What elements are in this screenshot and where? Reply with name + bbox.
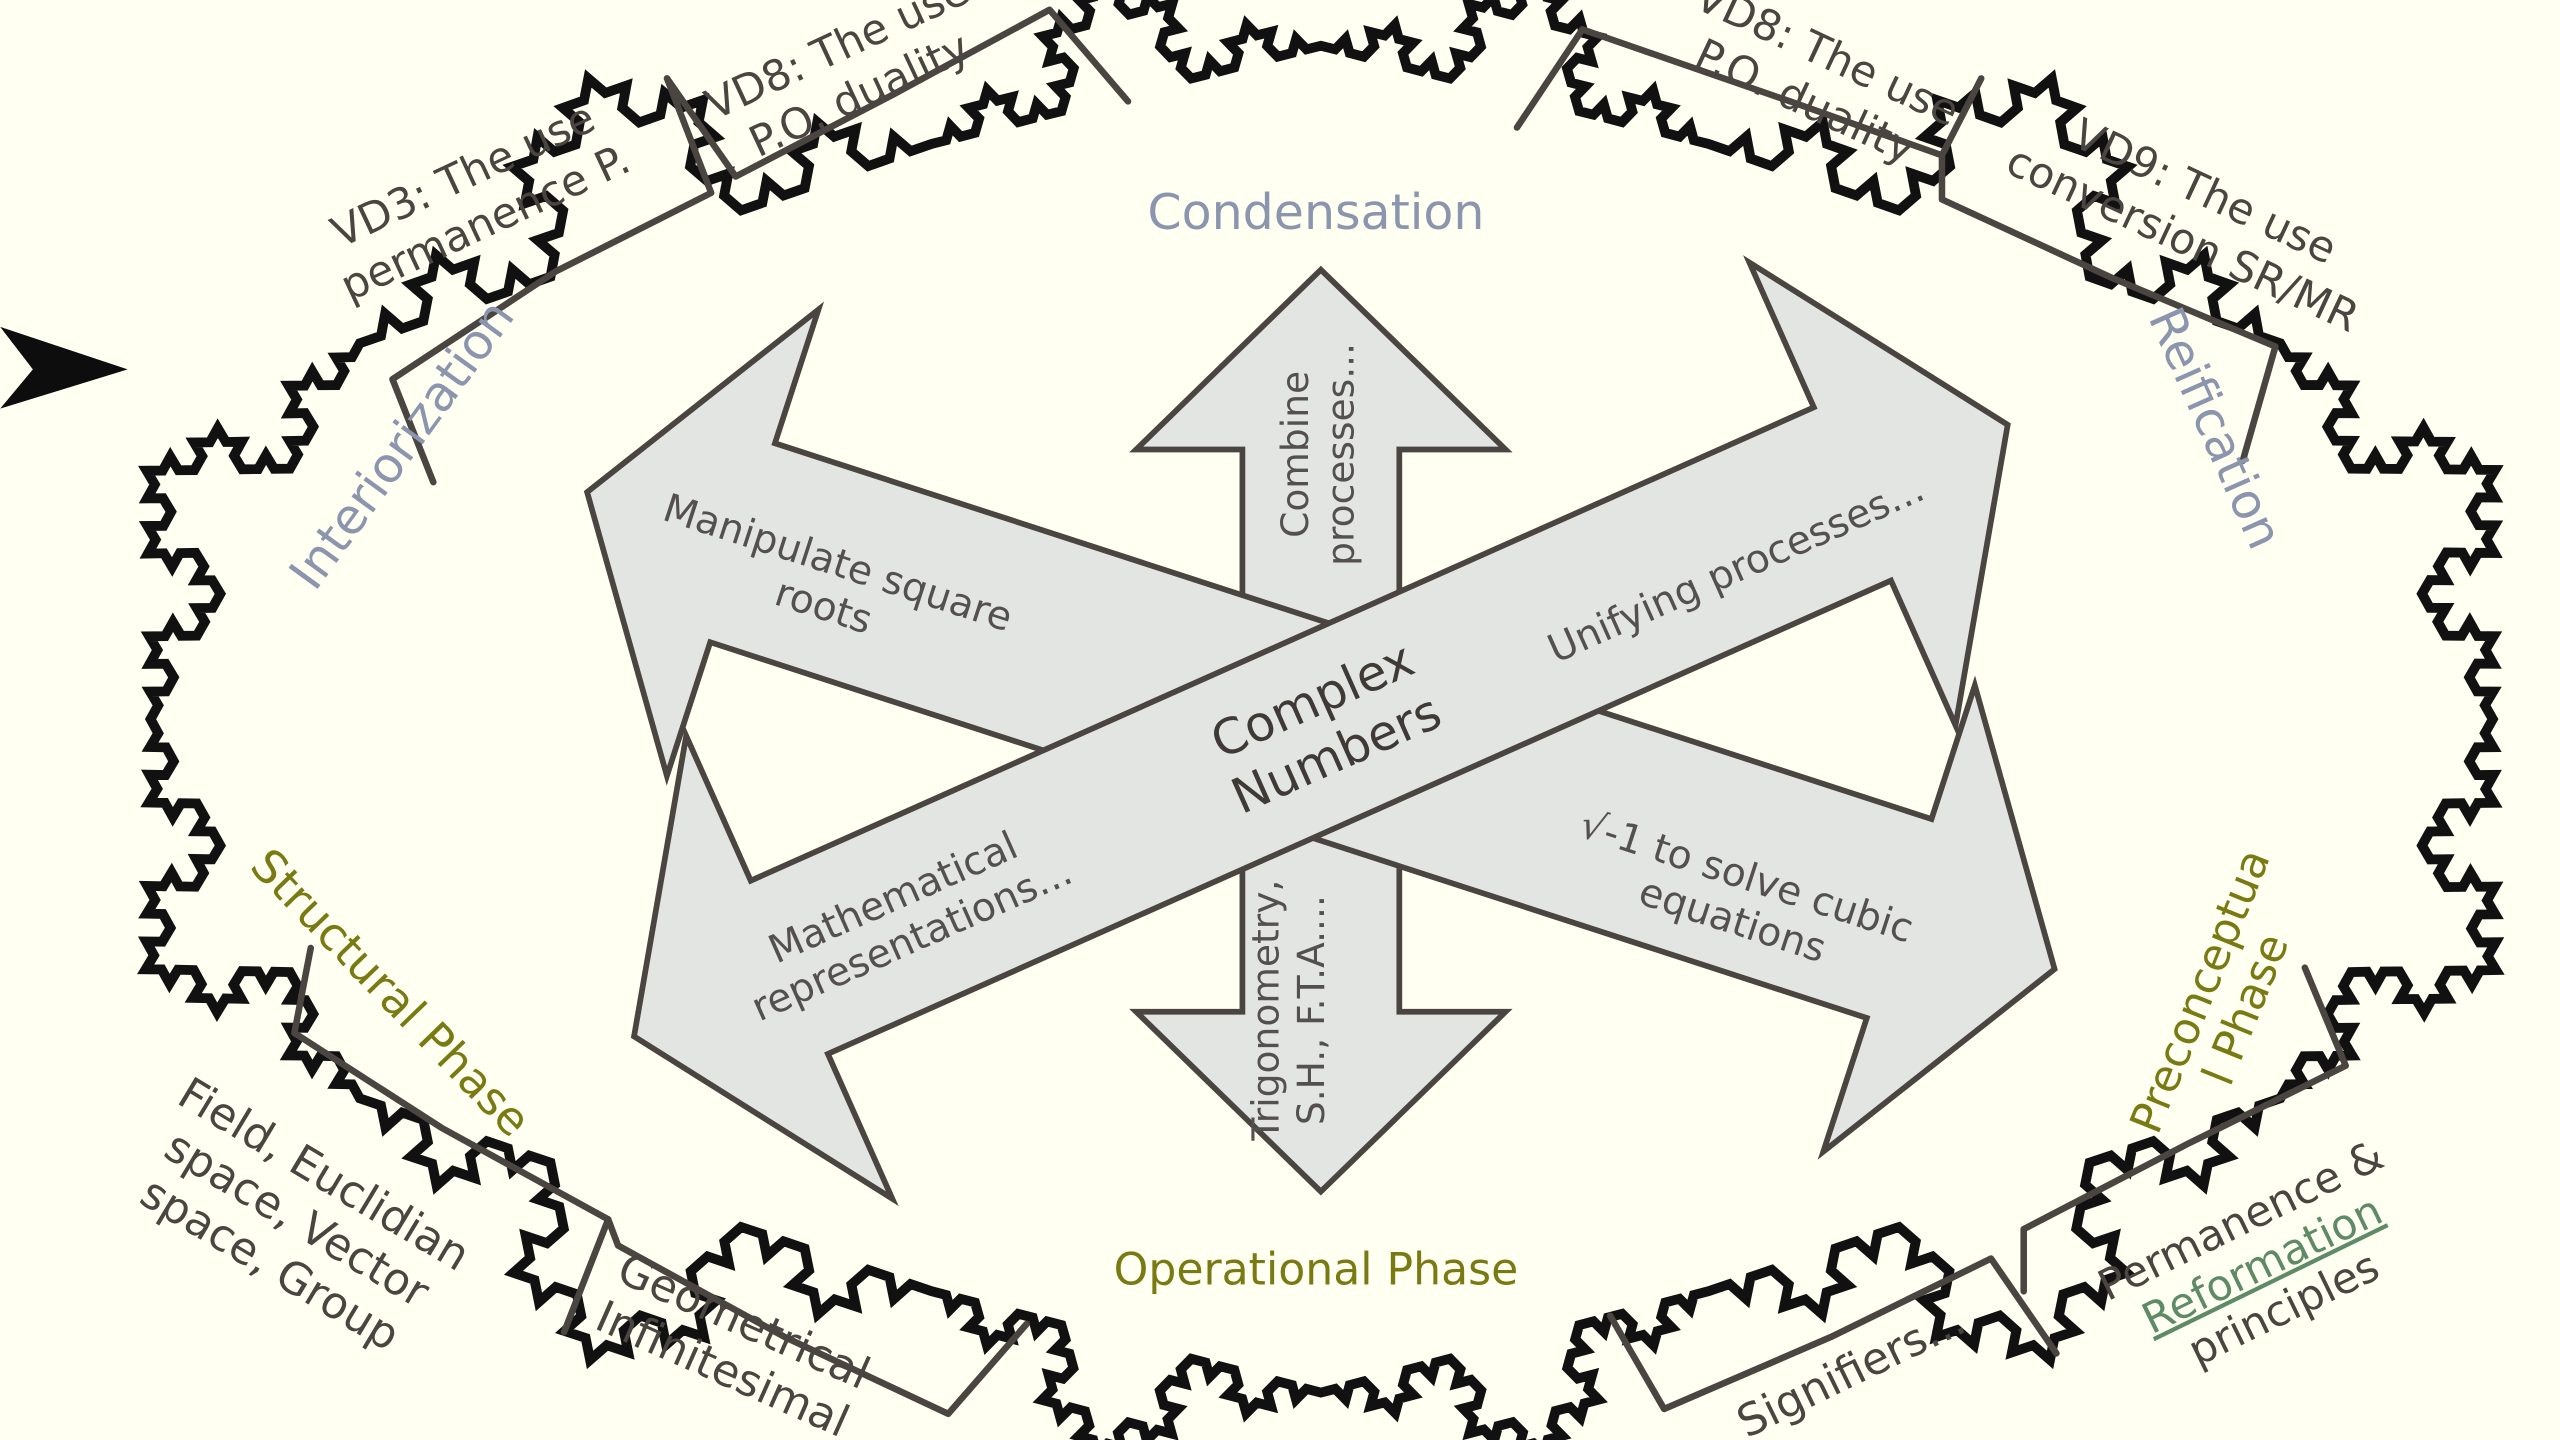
start-arrowhead-icon — [0, 326, 128, 409]
arrow-down-label: Trigonometry, S.H., F.T.A.... — [1243, 880, 1333, 1142]
arrow-up-label-line1: Combine — [1273, 371, 1317, 538]
bracket-vd8-upper-right — [1513, 26, 1985, 159]
bracket-vd8-right-label: VD8: The use P.O. duality — [1687, 0, 1966, 174]
bracket-geometrical-label: Geometrical Infinitesimal — [588, 1243, 877, 1440]
stage-condensation-label: Condensation — [1147, 183, 1484, 241]
brackets-group — [291, 6, 2349, 1418]
phase-operational-label: Operational Phase — [1114, 1245, 1519, 1296]
bracket-vd8-upper-left — [663, 6, 1132, 180]
arrow-down-label-line2: S.H., F.T.A.... — [1289, 895, 1333, 1125]
bracket-vd3-upper-left — [389, 75, 715, 486]
stage-interiorization-label: Interiorization — [278, 289, 526, 600]
fractal-snowflake-border — [137, 0, 2505, 1440]
arrow-up-label-line2: processes... — [1319, 343, 1363, 566]
arrow-up-label: Combine processes... — [1273, 343, 1363, 566]
bracket-signifiers-lower-right — [1606, 1255, 2060, 1413]
stage-interiorization-group: Interiorization — [278, 289, 526, 600]
phase-structural-label: Structural Phase — [240, 839, 540, 1147]
arrow-down-label-line1: Trigonometry, — [1243, 880, 1287, 1142]
bracket-structures-lower-left — [291, 944, 612, 1336]
bracket-permanence-label: Permanence & Reformation principles — [2091, 1131, 2392, 1376]
bracket-geometrical-lower-left — [604, 1216, 1030, 1418]
phase-preconceptual-group: Preconceptua l Phase — [2121, 842, 2300, 1140]
arrow-diagonal-representations-unifying — [630, 255, 2011, 1207]
bracket-permanence-lower-right — [2020, 964, 2349, 1295]
block-arrows-group — [583, 255, 2058, 1207]
phase-structural-group: Structural Phase — [240, 839, 540, 1147]
bracket-vd9-upper-right — [1938, 152, 2279, 465]
